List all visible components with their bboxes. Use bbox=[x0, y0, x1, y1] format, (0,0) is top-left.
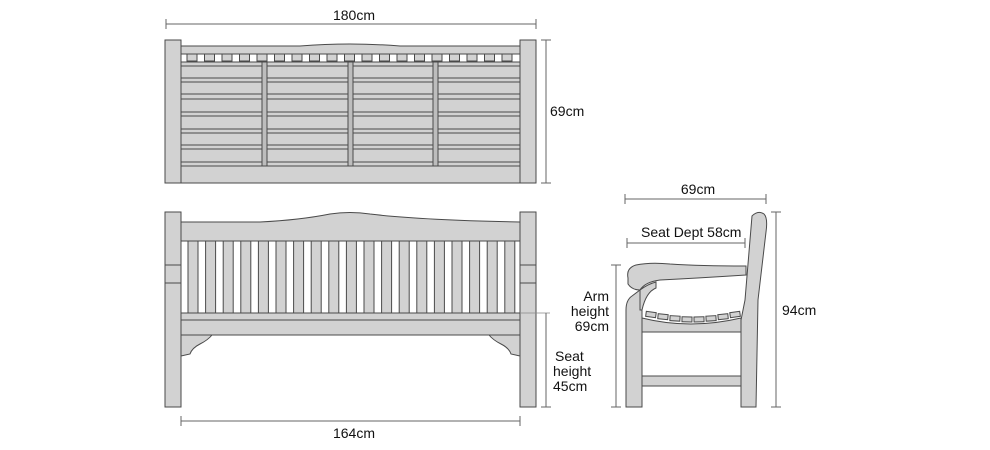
back-slat-end bbox=[484, 53, 495, 62]
side-arm-support bbox=[639, 281, 657, 311]
side-view bbox=[611, 194, 781, 408]
back-slat bbox=[275, 240, 287, 314]
back-slat bbox=[345, 240, 357, 314]
back-slat bbox=[240, 240, 252, 314]
back-slat bbox=[257, 240, 269, 314]
back-slat bbox=[433, 240, 445, 314]
front-right-bracket bbox=[487, 334, 521, 357]
back-slat bbox=[328, 240, 340, 314]
back-slat bbox=[310, 240, 322, 314]
back-slat-end bbox=[501, 53, 513, 62]
back-slat-end bbox=[221, 53, 233, 62]
back-slat bbox=[293, 240, 305, 314]
back-slat bbox=[363, 240, 375, 314]
back-slat-end bbox=[256, 53, 268, 62]
front-back-top-rail bbox=[180, 212, 521, 242]
back-slat bbox=[451, 240, 463, 314]
side-seat-slat bbox=[705, 315, 717, 322]
label-side-depth: 69cm bbox=[680, 181, 716, 197]
dim-side-depth bbox=[624, 194, 767, 204]
dim-arm-height bbox=[611, 264, 621, 408]
dim-inner-width bbox=[180, 416, 521, 426]
front-right-leg bbox=[519, 211, 537, 408]
side-back-post bbox=[740, 211, 768, 408]
front-view bbox=[164, 211, 551, 426]
top-back-rail bbox=[180, 43, 521, 55]
top-back-slat-ends bbox=[186, 53, 513, 62]
side-seat-slat bbox=[681, 316, 693, 323]
label-overall-width: 180cm bbox=[332, 7, 376, 23]
back-slat-end bbox=[396, 53, 408, 62]
front-left-bracket bbox=[180, 334, 214, 357]
front-back-slats bbox=[187, 240, 516, 314]
side-seat-slat bbox=[693, 316, 705, 323]
back-slat-end bbox=[344, 53, 355, 62]
back-slat-end bbox=[414, 53, 425, 62]
back-slat-end bbox=[449, 53, 460, 62]
front-right-arm-end bbox=[519, 264, 537, 284]
back-slat bbox=[222, 240, 234, 314]
side-stretcher bbox=[641, 375, 742, 387]
dim-seat-height bbox=[541, 313, 551, 408]
label-seat-height-line1: Seat bbox=[555, 348, 584, 364]
back-slat-end bbox=[361, 53, 373, 62]
label-inner-width: 164cm bbox=[332, 425, 376, 441]
top-left-arm bbox=[164, 39, 182, 184]
front-left-arm-end bbox=[164, 264, 182, 284]
label-depth-top: 69cm bbox=[550, 103, 585, 119]
side-seat-slat bbox=[717, 313, 729, 321]
side-seat-slat bbox=[669, 315, 681, 322]
back-slat-end bbox=[309, 53, 320, 62]
back-slat-end bbox=[291, 53, 303, 62]
back-slat bbox=[486, 240, 498, 314]
back-slat-end bbox=[466, 53, 478, 62]
side-seat-slat bbox=[657, 313, 669, 321]
back-slat-end bbox=[326, 53, 338, 62]
label-arm-height-line3: 69cm bbox=[574, 318, 609, 334]
dim-overall-width bbox=[165, 19, 537, 29]
side-seat-slat bbox=[729, 310, 741, 319]
back-slat-end bbox=[239, 53, 250, 62]
front-seat-apron bbox=[180, 319, 521, 336]
side-seat-slats bbox=[645, 310, 741, 323]
side-seat-rail bbox=[641, 317, 742, 333]
front-seat-rail bbox=[180, 312, 521, 321]
back-slat bbox=[205, 240, 217, 314]
back-slat bbox=[398, 240, 410, 314]
top-view bbox=[164, 19, 551, 184]
back-slat-end bbox=[204, 53, 215, 62]
back-slat-end bbox=[431, 53, 443, 62]
back-slat bbox=[381, 240, 393, 314]
back-slat-end bbox=[186, 53, 198, 62]
label-arm-height-line2: height bbox=[570, 303, 609, 319]
label-seat-height-line3: 45cm bbox=[553, 378, 588, 394]
seat-front-rail bbox=[180, 165, 521, 184]
back-slat-end bbox=[379, 53, 390, 62]
top-cross-rails bbox=[261, 61, 439, 167]
label-seat-depth: Seat Dept 58cm bbox=[641, 224, 742, 240]
dim-depth-top bbox=[541, 39, 551, 184]
dim-seat-depth bbox=[626, 238, 746, 248]
back-slat bbox=[504, 240, 516, 314]
front-left-leg bbox=[164, 211, 182, 408]
back-slat bbox=[187, 240, 199, 314]
back-slat bbox=[469, 240, 481, 314]
back-slat-end bbox=[274, 53, 285, 62]
label-seat-height-line2: height bbox=[553, 363, 592, 379]
label-arm-height-line1: Arm bbox=[583, 288, 609, 304]
label-total-height: 94cm bbox=[782, 302, 817, 318]
side-seat-slat bbox=[645, 310, 657, 319]
top-right-arm bbox=[519, 39, 537, 184]
back-slat bbox=[416, 240, 428, 314]
dim-total-height bbox=[771, 211, 781, 408]
